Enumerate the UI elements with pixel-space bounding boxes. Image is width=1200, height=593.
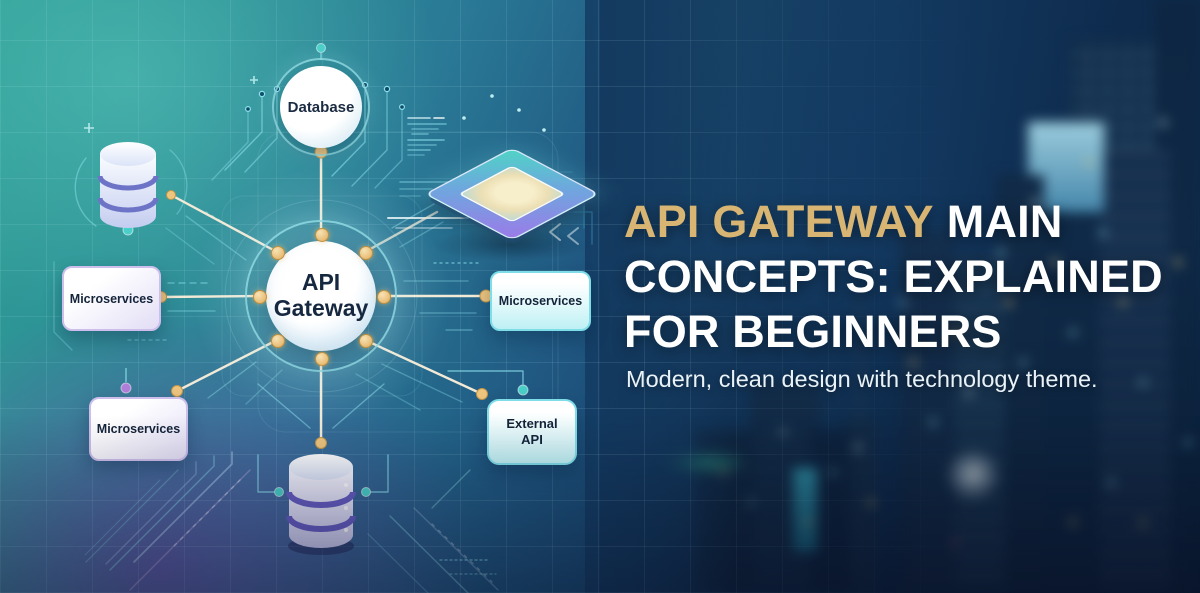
api-gateway-node: API Gateway [245, 220, 397, 372]
title-line-1: API GATEWAY MAIN [624, 194, 1180, 249]
connector-dot [358, 333, 373, 348]
database-cylinder-icon [97, 142, 159, 228]
connector-dot [377, 290, 391, 304]
connector-dot [358, 246, 373, 261]
title-line1-rest: MAIN [947, 196, 1063, 247]
connector-dot [315, 228, 329, 242]
external-api-label: External API [495, 416, 569, 449]
database-node: Database [272, 58, 370, 156]
microservices-left-label: Microservices [70, 292, 153, 306]
title-line-3: FOR BEGINNERS [624, 304, 1180, 359]
page-title: API GATEWAY MAIN CONCEPTS: EXPLAINED FOR … [624, 194, 1180, 359]
connector-dot [253, 290, 267, 304]
connector-dot [271, 333, 286, 348]
database-circle: Database [280, 66, 362, 148]
microservices-left-node: Microservices [53, 266, 161, 342]
database-cylinder-icon [286, 454, 356, 555]
microservices-bottom-left-node: Microservices [80, 397, 188, 472]
database-label: Database [288, 99, 355, 116]
title-line-2: CONCEPTS: EXPLAINED [624, 249, 1180, 304]
gateway-ring [245, 220, 397, 372]
connector-dot [315, 352, 329, 366]
title-highlight: API GATEWAY [624, 196, 934, 247]
gateway-label: API Gateway [273, 269, 369, 322]
microservices-right-node: Microservices [490, 271, 602, 342]
background-blend [585, 0, 735, 593]
connector-dot [271, 246, 286, 261]
microservices-right-label: Microservices [499, 294, 582, 308]
gateway-circle: API Gateway [266, 241, 376, 351]
database-ring [272, 58, 370, 156]
external-api-node: External API [487, 399, 588, 476]
microservices-bottom-left-label: Microservices [97, 422, 180, 436]
subtitle: Modern, clean design with technology the… [626, 366, 1186, 393]
